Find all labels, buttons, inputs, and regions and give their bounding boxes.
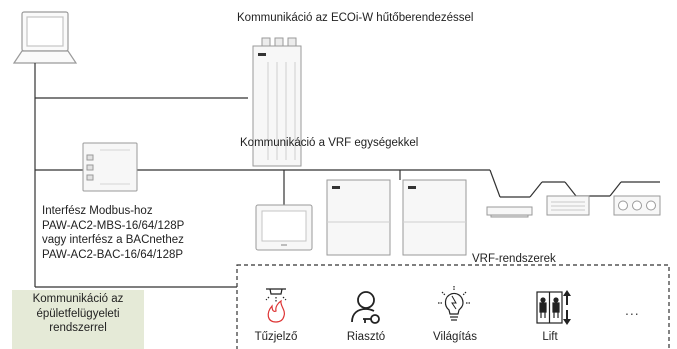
fire-alarm-icon [265,288,287,323]
controller-icon [255,204,313,251]
security-alarm-label: Riasztó [346,331,386,343]
bms-line: épületfelügyeleti [36,307,120,320]
interface-module-icon [82,142,138,192]
chiller-unit-icon [252,37,302,167]
bms-line: rendszerrel [49,322,107,334]
vrf-communication-label: Kommunikáció a VRF egységekkel [240,137,419,149]
lift-label: Lift [542,331,558,343]
vrf-indoor-units [486,195,661,218]
interface-description: Interfész Modbus-hoz PAW-AC2-MBS-16/64/1… [42,204,184,262]
lighting-label: Világítás [433,331,477,343]
fire-alarm-label: Tűzjelző [254,331,298,343]
more-devices-ellipsis: ... [625,302,640,318]
interface-line: PAW-AC2-BAC-16/64/128P [42,248,184,261]
lift-icon [536,290,571,325]
bms-communication-box: Kommunikáció az épületfelügyeleti rendsz… [12,290,144,349]
bms-line: Kommunikáció az [32,293,124,305]
laptop-icon [12,11,78,64]
vrf-outdoor-unit-icon [326,179,467,256]
interface-line: Interfész Modbus-hoz [42,205,153,217]
ecoi-w-communication-label: Kommunikáció az ECOi-W hűtőberendezéssel [237,12,474,24]
lighting-icon [438,286,470,321]
interface-line: PAW-AC2-MBS-16/64/128P [42,219,185,232]
vrf-systems-label: VRF-rendszerek [472,253,556,265]
security-alarm-icon [351,291,380,324]
interface-line: vagy interfész a BACnethez [42,234,184,246]
building-devices-box [236,264,670,349]
ceiling-unit-icon [486,206,533,216]
